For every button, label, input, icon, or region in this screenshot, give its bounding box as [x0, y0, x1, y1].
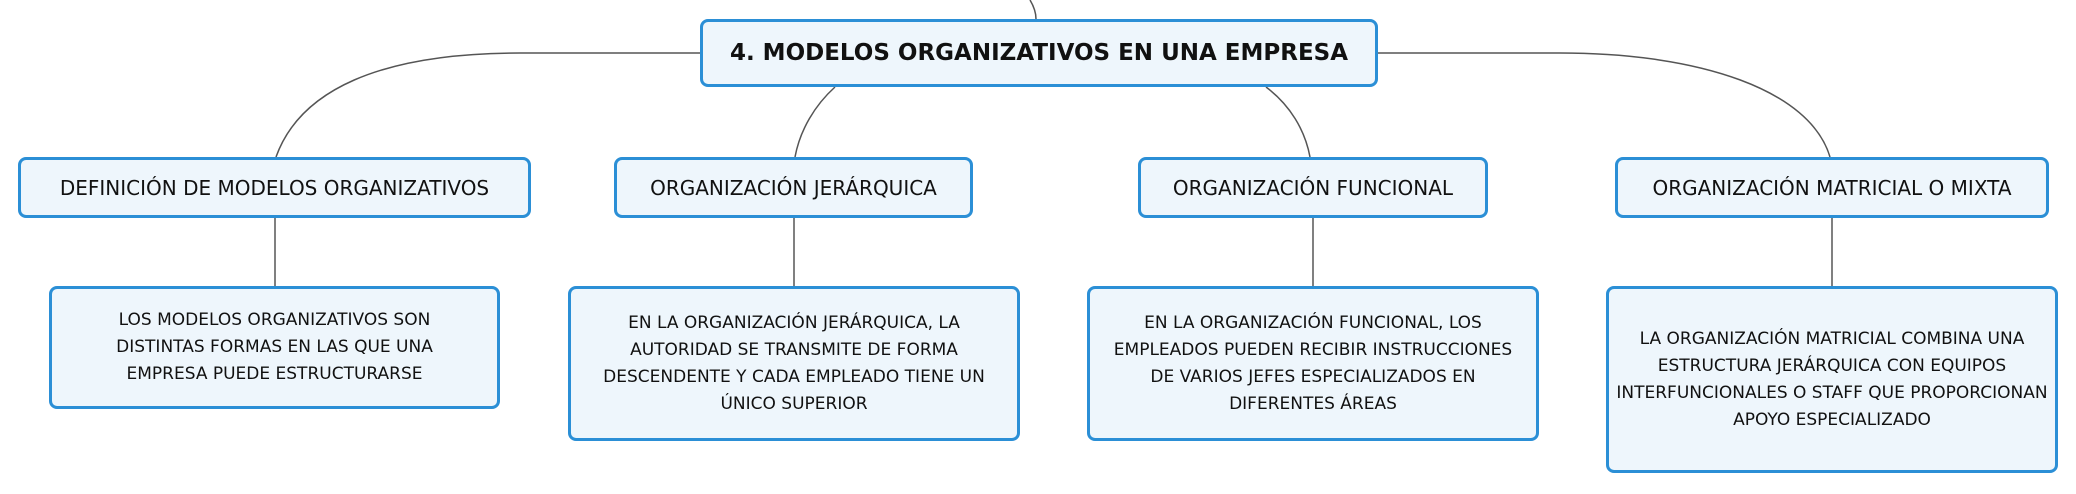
- detail-funcional[interactable]: EN LA ORGANIZACIÓN FUNCIONAL, LOS EMPLEA…: [1087, 286, 1539, 441]
- connector-root-to-definicion: [275, 52, 700, 158]
- topic-jerarquica-label: ORGANIZACIÓN JERÁRQUICA: [650, 175, 937, 200]
- detail-jerarquica-text: EN LA ORGANIZACIÓN JERÁRQUICA, LA AUTORI…: [603, 312, 985, 414]
- root-topic-label: 4. MODELOS ORGANIZATIVOS EN UNA EMPRESA: [729, 40, 1349, 66]
- connector-parent-to-root: [1029, 0, 1037, 20]
- detail-definicion-text: LOS MODELOS ORGANIZATIVOS SON DISTINTAS …: [116, 310, 433, 384]
- detail-jerarquica[interactable]: EN LA ORGANIZACIÓN JERÁRQUICA, LA AUTORI…: [568, 286, 1020, 441]
- topic-funcional[interactable]: ORGANIZACIÓN FUNCIONAL: [1138, 157, 1488, 218]
- root-topic[interactable]: 4. MODELOS ORGANIZATIVOS EN UNA EMPRESA: [700, 19, 1378, 87]
- detail-definicion[interactable]: LOS MODELOS ORGANIZATIVOS SON DISTINTAS …: [49, 286, 500, 409]
- detail-funcional-text: EN LA ORGANIZACIÓN FUNCIONAL, LOS EMPLEA…: [1113, 312, 1513, 414]
- detail-matricial-text: LA ORGANIZACIÓN MATRICIAL COMBINA UNA ES…: [1616, 328, 2048, 430]
- topic-definicion[interactable]: DEFINICIÓN DE MODELOS ORGANIZATIVOS: [18, 157, 531, 218]
- connector-root-to-jerarquica: [794, 86, 836, 158]
- topic-funcional-label: ORGANIZACIÓN FUNCIONAL: [1172, 175, 1454, 200]
- topic-jerarquica[interactable]: ORGANIZACIÓN JERÁRQUICA: [614, 157, 973, 218]
- topic-definicion-label: DEFINICIÓN DE MODELOS ORGANIZATIVOS: [59, 175, 490, 200]
- topic-matricial[interactable]: ORGANIZACIÓN MATRICIAL O MIXTA: [1615, 157, 2049, 218]
- topic-matricial-label: ORGANIZACIÓN MATRICIAL O MIXTA: [1652, 175, 2012, 200]
- connector-root-to-funcional: [1265, 86, 1311, 158]
- connector-root-to-matricial: [1378, 52, 1831, 158]
- detail-matricial[interactable]: LA ORGANIZACIÓN MATRICIAL COMBINA UNA ES…: [1606, 286, 2058, 473]
